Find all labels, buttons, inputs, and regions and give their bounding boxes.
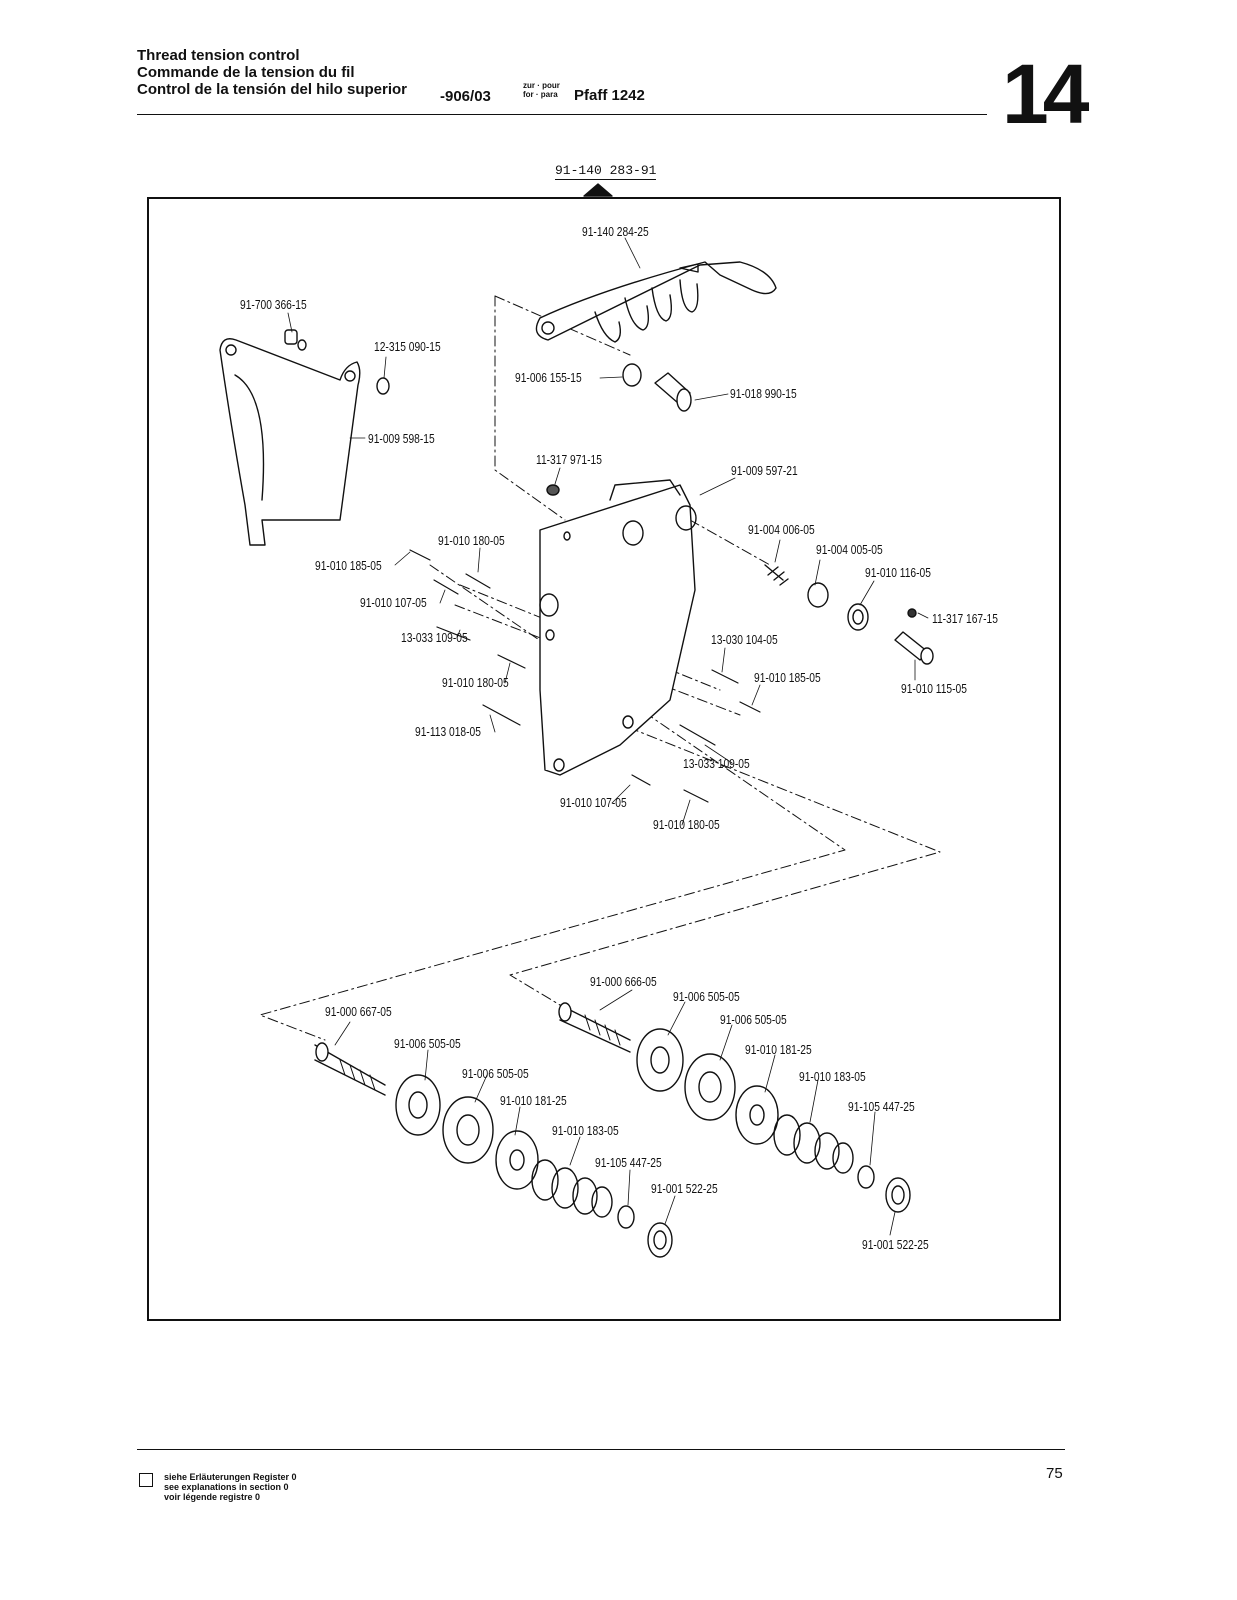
part-callout: 91-006 505-05 bbox=[720, 1013, 787, 1027]
header-rule bbox=[137, 114, 987, 115]
part-callout: 91-001 522-25 bbox=[862, 1238, 929, 1252]
part-callout: 13-033 109-05 bbox=[401, 631, 468, 645]
part-callout: 91-010 181-25 bbox=[500, 1094, 567, 1108]
part-callout: 12-315 090-15 bbox=[374, 340, 441, 354]
part-callout: 91-006 155-15 bbox=[515, 371, 582, 385]
screw-part bbox=[284, 329, 307, 351]
part-callout: 91-010 180-05 bbox=[442, 676, 509, 690]
leader-lines bbox=[287, 237, 929, 1236]
washer-part bbox=[622, 363, 642, 387]
page-number: 75 bbox=[1046, 1465, 1063, 1482]
footer-note-fr: voir légende registre 0 bbox=[164, 1492, 261, 1502]
part-callout: 91-018 990-15 bbox=[730, 387, 797, 401]
ring-part bbox=[847, 603, 869, 631]
assembly-number: 91-140 283-91 bbox=[555, 163, 657, 180]
cover-plate-part bbox=[219, 338, 361, 546]
header-title: Thread tension control Commande de la te… bbox=[137, 47, 407, 98]
washer-part-small bbox=[376, 377, 390, 395]
part-callout: 91-001 522-25 bbox=[651, 1182, 718, 1196]
part-callout: 91-010 107-05 bbox=[560, 796, 627, 810]
screw-small-part bbox=[907, 608, 917, 618]
footer-note-de: siehe Erläuterungen Register 0 bbox=[164, 1472, 297, 1482]
section-number: 14 bbox=[1002, 47, 1089, 141]
spring-small-part bbox=[764, 564, 789, 586]
for-label-line-1: zur · pour bbox=[523, 81, 560, 90]
tension-stack-right bbox=[558, 1002, 911, 1213]
part-callout: 91-010 180-05 bbox=[653, 818, 720, 832]
part-callout: 91-140 284-25 bbox=[582, 225, 649, 239]
main-bracket-part bbox=[539, 479, 697, 776]
part-callout: 91-000 667-05 bbox=[325, 1005, 392, 1019]
part-callout: 91-010 181-25 bbox=[745, 1043, 812, 1057]
pin-set-left bbox=[409, 549, 526, 726]
part-callout: 91-010 183-05 bbox=[799, 1070, 866, 1084]
set-screw-part bbox=[546, 484, 560, 496]
footer-note-en: see explanations in section 0 bbox=[164, 1482, 289, 1492]
assembly-arrow-icon bbox=[583, 183, 613, 197]
part-callout: 91-105 447-25 bbox=[848, 1100, 915, 1114]
title-line-en: Thread tension control bbox=[137, 47, 300, 64]
pin-set-right bbox=[631, 669, 761, 803]
part-callout: 91-010 185-05 bbox=[315, 559, 382, 573]
part-callout: 13-033 109-05 bbox=[683, 757, 750, 771]
part-callout: 91-105 447-25 bbox=[595, 1156, 662, 1170]
part-callout: 91-006 505-05 bbox=[462, 1067, 529, 1081]
part-callout: 91-006 505-05 bbox=[394, 1037, 461, 1051]
tension-lever-part bbox=[535, 261, 777, 343]
part-callout: 91-700 366-15 bbox=[240, 298, 307, 312]
footer-rule bbox=[137, 1449, 1065, 1450]
pin-part bbox=[654, 372, 692, 412]
part-callout: 13-030 104-05 bbox=[711, 633, 778, 647]
part-callout: 91-010 183-05 bbox=[552, 1124, 619, 1138]
stud-part bbox=[894, 631, 934, 665]
for-label: zur · pour for · para bbox=[523, 81, 560, 99]
part-callout: 91-004 006-05 bbox=[748, 523, 815, 537]
legend-box-icon bbox=[139, 1473, 153, 1487]
part-callout: 91-010 107-05 bbox=[360, 596, 427, 610]
machine-model: Pfaff 1242 bbox=[574, 87, 645, 104]
part-callout: 91-006 505-05 bbox=[673, 990, 740, 1004]
part-callout: 91-010 180-05 bbox=[438, 534, 505, 548]
footer-notes: siehe Erläuterungen Register 0 see expla… bbox=[164, 1472, 297, 1502]
part-callout: 91-010 115-05 bbox=[901, 682, 967, 696]
part-callout: 91-113 018-05 bbox=[415, 725, 481, 739]
part-callout: 11-317 971-15 bbox=[536, 453, 602, 467]
part-callout: 91-009 597-21 bbox=[731, 464, 798, 478]
for-label-line-2: for · para bbox=[523, 90, 558, 99]
title-line-fr: Commande de la tension du fil bbox=[137, 64, 355, 81]
part-callout: 11-317 167-15 bbox=[932, 612, 998, 626]
part-callout: 91-010 116-05 bbox=[865, 566, 931, 580]
tension-stack-left bbox=[314, 1042, 673, 1258]
model-code: -906/03 bbox=[440, 88, 491, 105]
part-callout: 91-010 185-05 bbox=[754, 671, 821, 685]
part-callout: 91-009 598-15 bbox=[368, 432, 435, 446]
diagram-frame bbox=[147, 197, 1061, 1321]
title-line-es: Control de la tensión del hilo superior bbox=[137, 81, 408, 98]
part-callout: 91-004 005-05 bbox=[816, 543, 883, 557]
part-callout: 91-000 666-05 bbox=[590, 975, 657, 989]
bushing-part bbox=[807, 582, 829, 608]
